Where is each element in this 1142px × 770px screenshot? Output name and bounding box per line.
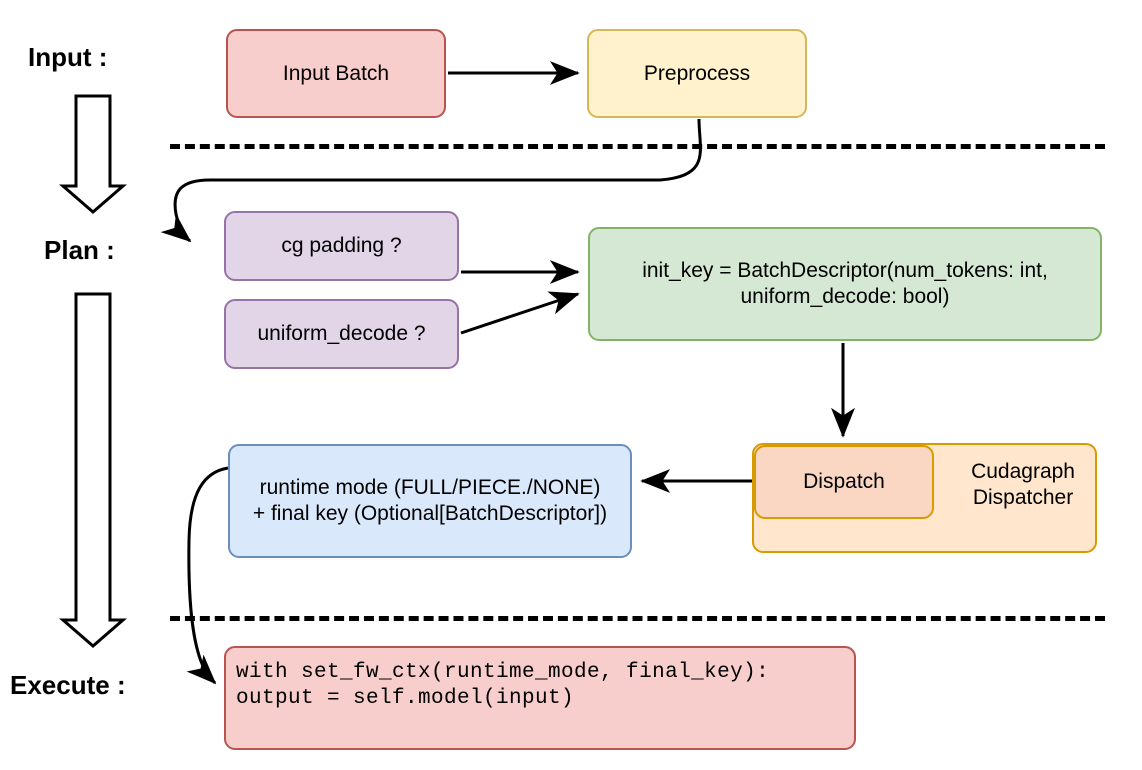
divider-input-plan <box>170 144 1105 149</box>
dispatch-node[interactable]: Dispatch <box>754 445 934 519</box>
runtime-mode-label: runtime mode (FULL/PIECE./NONE) + final … <box>252 476 608 525</box>
uniform-decode-label: uniform_decode ? <box>257 322 426 346</box>
preprocess-label: Preprocess <box>643 61 751 85</box>
input-batch-label: Input Batch <box>282 61 390 85</box>
execute-code-node[interactable]: with set_fw_ctx(runtime_mode, final_key)… <box>224 646 856 750</box>
runtime-mode-node[interactable]: runtime mode (FULL/PIECE./NONE) + final … <box>228 444 632 558</box>
uniform-decode-node[interactable]: uniform_decode ? <box>224 299 459 369</box>
input-batch-node[interactable]: Input Batch <box>226 29 446 118</box>
init-key-label: init_key = BatchDescriptor(num_tokens: i… <box>642 259 1048 308</box>
stage-label-input: Input : <box>28 42 108 72</box>
divider-plan-execute <box>170 616 1105 621</box>
cudagraph-dispatcher-label: Cudagraph Dispatcher <box>971 460 1075 509</box>
dispatch-label: Dispatch <box>803 470 885 494</box>
arrow-runtime-mode-to-execute-code <box>186 466 229 685</box>
big-down-arrow-input-to-plan <box>58 94 128 214</box>
stage-label-plan: Plan : <box>44 235 115 265</box>
stage-label-execute: Execute : <box>10 670 126 700</box>
arrow-uniform-decode-to-init-key <box>460 291 580 335</box>
cg-padding-label: cg padding ? <box>281 234 402 258</box>
big-down-arrow-plan-to-execute <box>58 292 128 648</box>
preprocess-node[interactable]: Preprocess <box>587 29 807 118</box>
execute-code-label: with set_fw_ctx(runtime_mode, final_key)… <box>236 661 770 710</box>
init-key-node[interactable]: init_key = BatchDescriptor(num_tokens: i… <box>588 227 1102 341</box>
cg-padding-node[interactable]: cg padding ? <box>224 211 459 281</box>
